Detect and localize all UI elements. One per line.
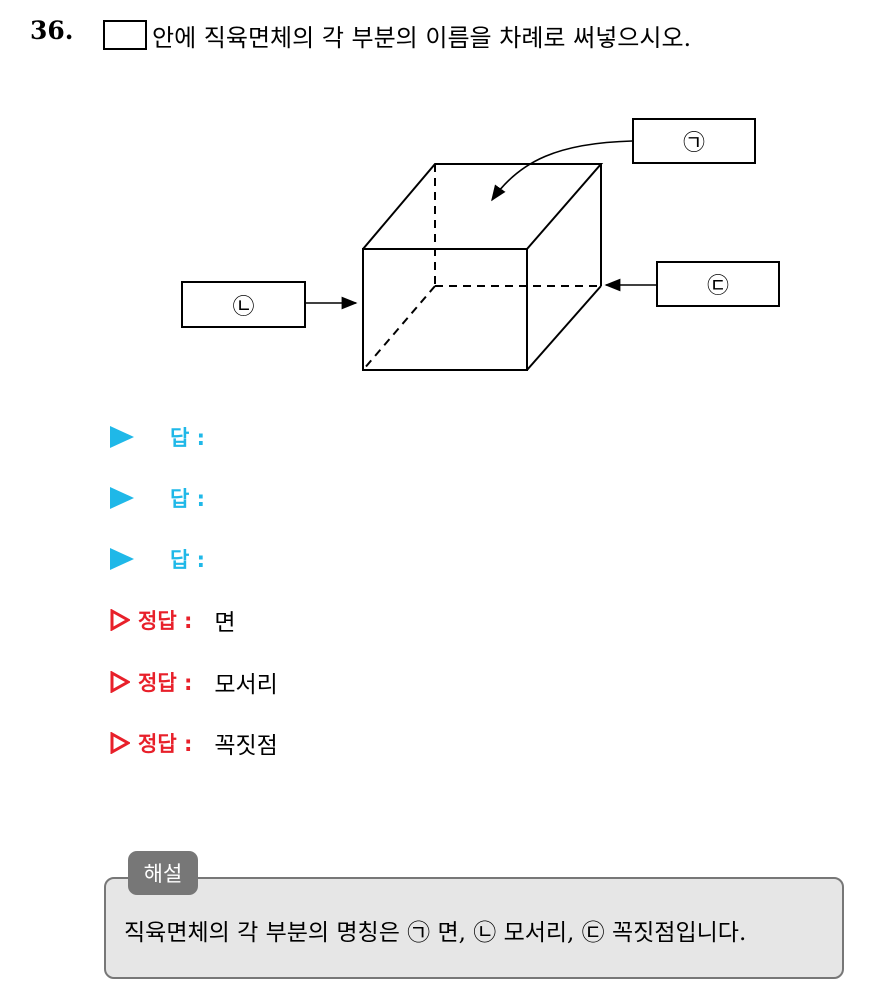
answer-label: 답 : — [170, 548, 206, 572]
answer-row-1: 답 : — [110, 420, 205, 454]
blue-triangle-icon — [110, 487, 134, 509]
blue-triangle-icon — [110, 426, 134, 448]
cuboid-hidden-edges — [362, 164, 601, 371]
explanation-text: 직육면체의 각 부분의 명칭은 ㉠ 면, ㉡ 모서리, ㉢ 꼭짓점입니다. — [124, 920, 747, 946]
red-outline-triangle-icon — [110, 671, 130, 693]
explanation-tag: 해설 — [128, 851, 198, 895]
blank-box — [103, 20, 147, 50]
label-box-b: ㉡ — [181, 281, 306, 328]
answer-row-2: 답 : — [110, 481, 205, 515]
label-c: ㉢ — [706, 274, 729, 299]
correct-label: 정답 : — [138, 609, 193, 633]
label-box-c: ㉢ — [656, 261, 780, 307]
correct-row-1: 정답 : 면 — [110, 603, 236, 637]
label-b: ㉡ — [232, 294, 255, 320]
blue-triangle-icon — [110, 548, 134, 570]
cuboid-visible-edges — [362, 163, 604, 250]
explanation-box — [104, 877, 844, 979]
correct-value: 꼭짓점 — [214, 733, 278, 759]
answer-row-3: 답 : — [110, 542, 205, 576]
correct-value: 면 — [214, 610, 236, 636]
question-text: 안에 직육면체의 각 부분의 이름을 차례로 써넣으시오. — [152, 24, 692, 52]
red-outline-triangle-icon — [110, 732, 130, 754]
correct-label: 정답 : — [138, 732, 193, 756]
question-number: 36. — [30, 16, 74, 45]
correct-value: 모서리 — [214, 672, 278, 698]
label-a: ㉠ — [682, 131, 705, 156]
correct-row-3: 정답 : 꼭짓점 — [110, 726, 278, 760]
cuboid-front-face — [362, 248, 528, 371]
label-box-a: ㉠ — [632, 118, 756, 164]
red-outline-triangle-icon — [110, 609, 130, 631]
answer-label: 답 : — [170, 426, 206, 450]
correct-row-2: 정답 : 모서리 — [110, 665, 278, 699]
arrow-to-face — [491, 140, 633, 202]
correct-label: 정답 : — [138, 671, 193, 695]
answer-label: 답 : — [170, 487, 206, 511]
